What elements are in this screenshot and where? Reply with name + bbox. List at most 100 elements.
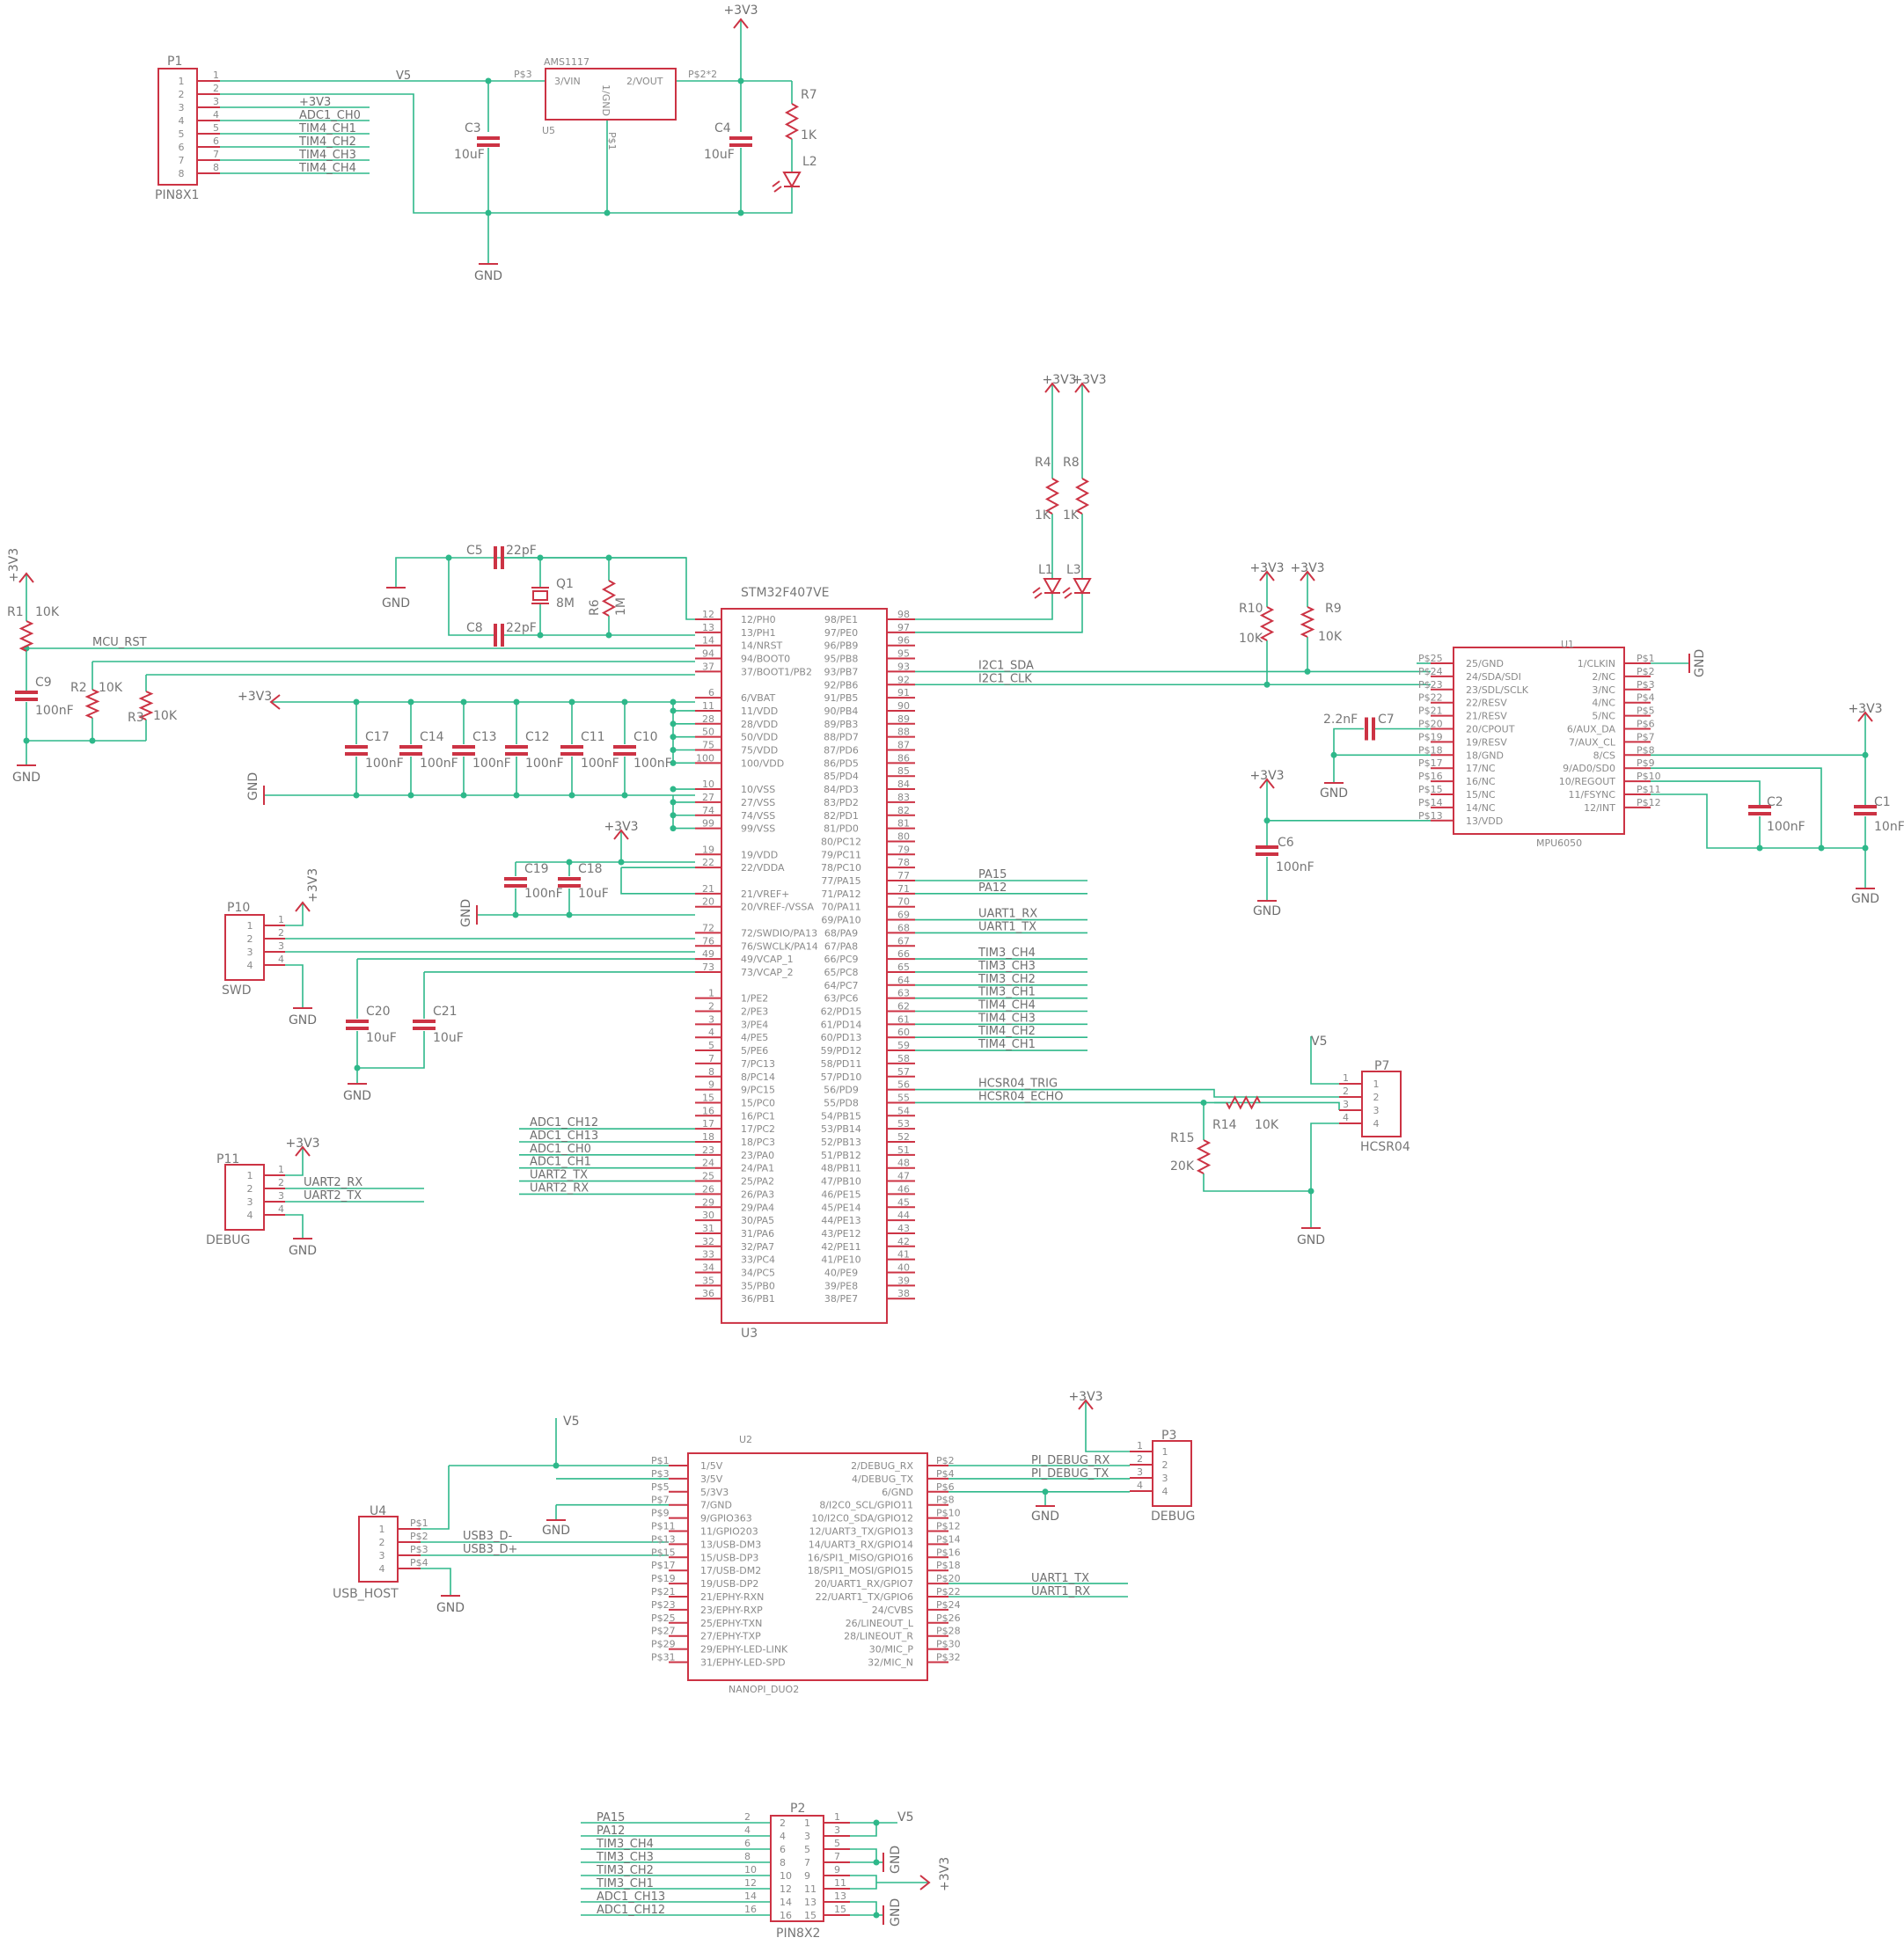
mcu-pin-name: 67/PA8 [824,940,858,952]
capacitor-c19 [504,884,527,888]
header-pin-out: 1 [834,1811,840,1823]
mcu-pin-name: 20/VREF-/VSSA [741,902,815,913]
junction-dot [513,698,520,706]
junction-dot [460,698,467,706]
net-label: UART1_TX [1031,1572,1089,1585]
mcu-pin-number: 39 [897,1275,910,1286]
supply-label: +3V3 [1072,373,1106,387]
mcu-pin-name: 66/PC9 [824,954,858,965]
wire [448,558,494,636]
mcu-pin-name: 80/PC12 [821,836,861,847]
capacitor-c20 [346,1020,369,1023]
cap-c4-val: 10uF [704,148,735,162]
mpu-pin: P$4 [1637,692,1655,704]
nanopi-pin-name: 22/UART1_TX/GPIO6 [816,1591,913,1603]
resistor-r4 [1044,478,1060,515]
mpu-pin: P$1 [1637,653,1655,664]
mcu-pin-number: 42 [897,1236,910,1247]
cap-val: 100nF [472,757,511,771]
nanopi-pin-name: 27/EPHY-TXP [700,1631,761,1642]
mcu-pin-number: 61 [897,1013,910,1025]
mcu-pin-name: 51/PB12 [821,1150,861,1161]
net-label: PI_DEBUG_RX [1031,1454,1109,1467]
supply-label: +3V3 [1068,1390,1102,1404]
net-label: UART2_TX [304,1189,362,1203]
supply-label: +3V3 [238,690,272,704]
cap-c20-ref: C20 [366,1005,391,1019]
wire [1651,780,1761,806]
supply-label: +3V3 [723,4,758,18]
header-pin: 1 [1373,1079,1380,1090]
power-supply-arrow [1078,1399,1094,1410]
usb-host-ref: U4 [370,1504,386,1518]
cap-val: 100nF [365,757,404,771]
resistor-r3 [138,691,154,720]
header-p1-pin: 5 [179,128,185,140]
nanopi-pin-name: 24/CVBS [872,1605,913,1616]
header-pin: 14 [780,1897,792,1908]
nanopi-pin: P$22 [936,1586,961,1598]
mcu-pin-number: 31 [702,1223,714,1234]
header-p1-ref: P1 [167,55,182,69]
mcu-pin-name: 82/PD1 [824,810,859,822]
cap-c4-ref: C4 [714,121,731,135]
mcu-pin-name: 9/PC15 [741,1085,775,1096]
usb-host-name: USB_HOST [333,1587,399,1601]
wire-gnd [220,93,743,214]
junction-dot [1200,1099,1207,1106]
mcu-pin-number: 14 [702,635,714,647]
nanopi-pin: P$18 [936,1560,961,1571]
mcu-pin-number: 53 [897,1118,910,1130]
mcu-pin-number: 1 [708,988,714,999]
mcu-pin-number: 87 [897,740,910,751]
net-label: UART1_TX [978,920,1036,933]
mcu-pin-name: 42/PE11 [821,1241,860,1253]
nanopi-pin: P$16 [936,1546,961,1558]
nanopi-pin: P$4 [936,1468,955,1480]
cap-ref: C13 [472,730,497,744]
mpu-pin-name: 24/SDA/SDI [1466,671,1521,683]
mpu6050-body [1453,647,1625,835]
header-p11-ref: P11 [216,1152,239,1166]
mpu-pin-name: 4/NC [1592,698,1615,709]
header-p7-body [1361,1071,1402,1137]
nanopi-pin: P$1 [651,1455,670,1466]
resistor-r14-val: 10K [1255,1118,1279,1132]
wire [1333,754,1431,783]
wire [1310,1122,1339,1228]
mpu-pin-name: 23/SDL/SCLK [1466,684,1529,696]
cap-c1-val: 10nF [1874,820,1904,834]
gnd-label: GND [289,1013,317,1027]
mcu-pin-name: 59/PD12 [821,1045,862,1057]
cap-c2-val: 100nF [1767,820,1805,834]
header-pin: 3 [1373,1105,1380,1116]
capacitor-c2 [1748,812,1771,815]
header-p1-pin-out: 5 [213,122,219,134]
cap-c1-ref: C1 [1874,795,1891,809]
header-p2-body [770,1815,824,1922]
regulator-p-gnd: P$1 [606,132,618,150]
wire [1310,1036,1339,1085]
mcu-pin-number: 49 [702,948,714,960]
mcu-pin-number: 2 [708,1001,714,1013]
capacitor-c7 [1365,717,1368,741]
mcu-pin-name: 96/PB9 [824,640,859,652]
net-label: TIM4_CH2 [978,1025,1036,1038]
net-p1: TIM4_CH1 [298,122,356,135]
net-p1: TIM4_CH2 [298,135,356,149]
mcu-pin-name: 94/BOOT0 [741,654,790,665]
power-supply-arrow [1259,778,1275,789]
cap-ref: C12 [525,730,550,744]
junction-dot [353,698,360,706]
led-l3 [1073,578,1092,596]
resistor-r6 [601,580,617,617]
mcu-pin-name: 45/PE14 [821,1202,860,1213]
mcu-pin-number: 69 [897,910,910,921]
nanopi-ref: U2 [739,1434,752,1445]
mcu-pin-number: 62 [897,1001,910,1013]
mpu-pin: P$18 [1418,744,1443,756]
gnd-label: GND [436,1601,465,1615]
mcu-pin-name: 19/VDD [741,849,778,860]
header-pin: 10 [780,1870,792,1882]
resistor-r8-ref: R8 [1063,456,1080,470]
